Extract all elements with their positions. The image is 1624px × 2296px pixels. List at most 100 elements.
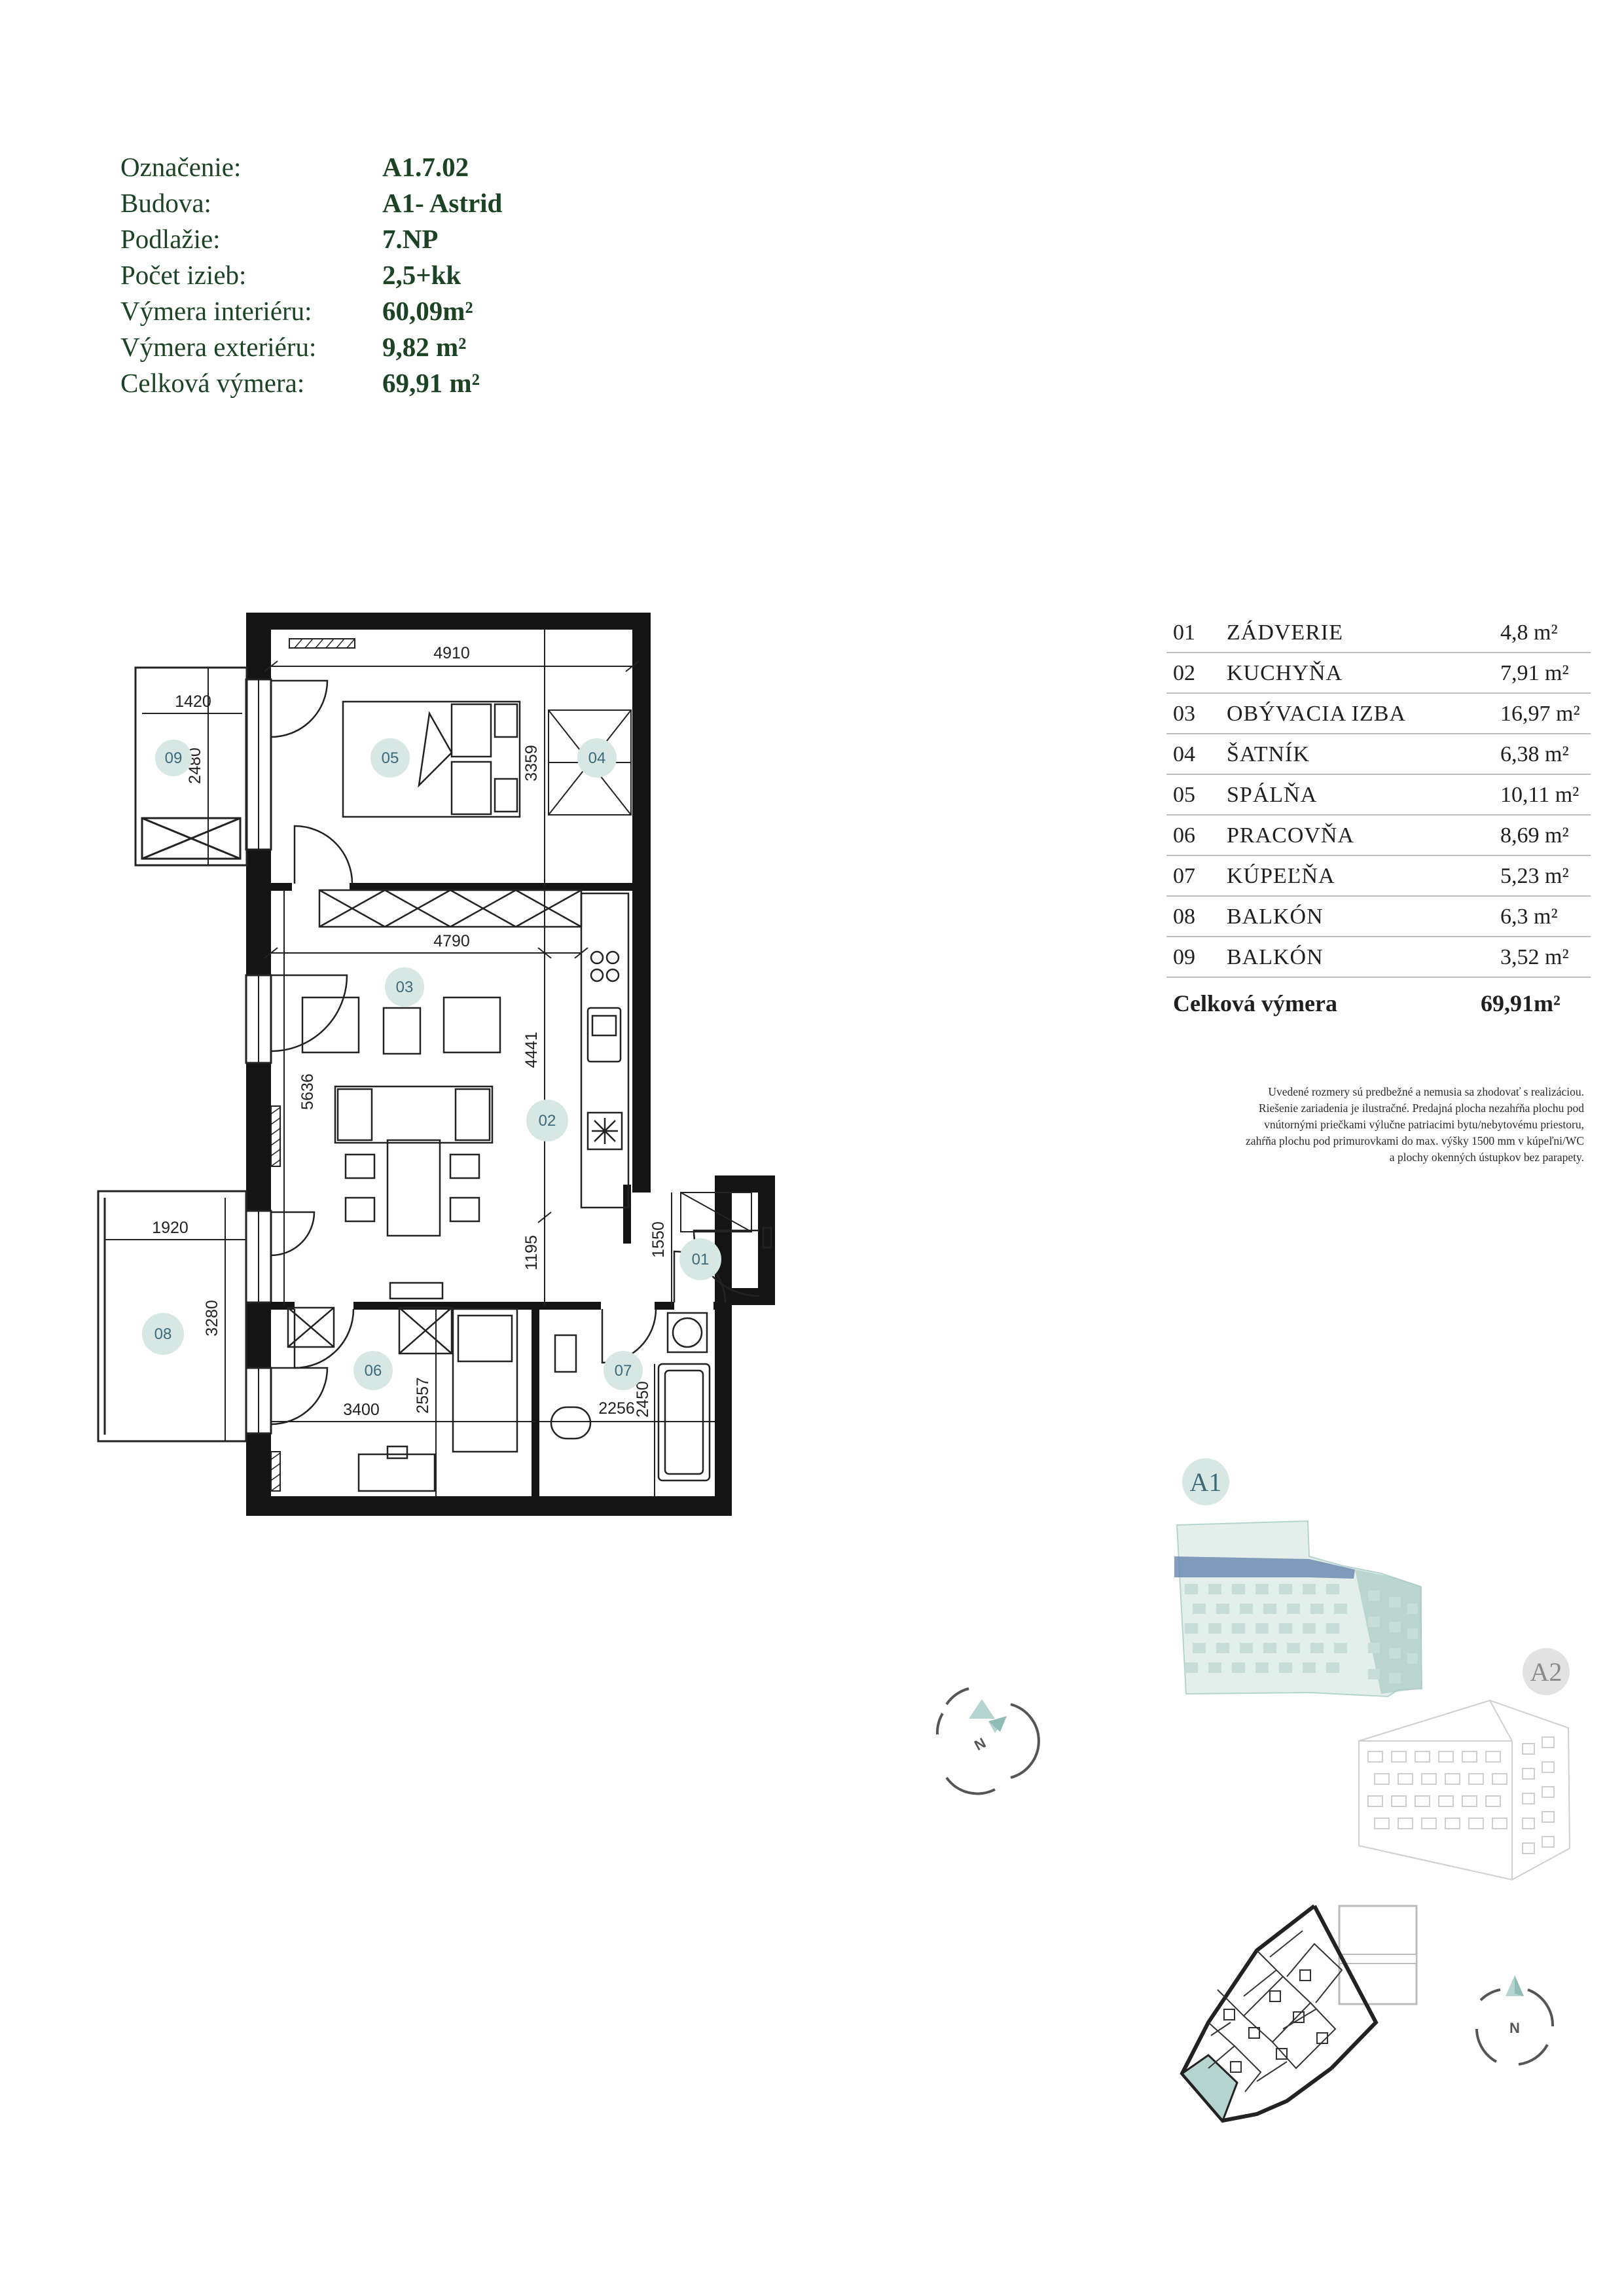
site-plan: [1180, 1904, 1418, 2123]
room-name: ZÁDVERIE: [1227, 620, 1343, 645]
kitchen-counter: [318, 889, 630, 1209]
room-number: 03: [1173, 702, 1195, 726]
compass-icon: N: [1475, 1975, 1555, 2066]
dim-2450: 2450: [634, 1381, 652, 1418]
room-name: ŠATNÍK: [1227, 742, 1310, 766]
room-name: KUCHYŇA: [1227, 661, 1343, 685]
info-label: Označenie:: [120, 152, 242, 182]
room-area: 8,69 m²: [1500, 823, 1569, 848]
dim-3400: 3400: [343, 1401, 380, 1419]
building-a2-view: A2: [1358, 1648, 1571, 1881]
room-area: 16,97 m²: [1500, 702, 1580, 726]
building-a2-label: A2: [1530, 1657, 1562, 1687]
room-label-03: 03: [396, 978, 414, 996]
dim-2557: 2557: [414, 1377, 432, 1414]
room-area: 6,38 m²: [1500, 742, 1569, 766]
dim-4910: 4910: [433, 644, 470, 662]
info-label: Podlažie:: [120, 224, 221, 254]
room-label-05: 05: [382, 749, 399, 767]
room-row: 02 KUCHYŇA 7,91 m²: [1166, 653, 1591, 694]
bathroom-fixtures: [550, 1227, 772, 1482]
room-number: 04: [1173, 742, 1195, 766]
room-label-04: 04: [588, 749, 606, 767]
study-furniture: [287, 1306, 518, 1492]
living-furniture: [301, 996, 501, 1300]
dim-1550: 1550: [649, 1221, 668, 1258]
dim-4441: 4441: [522, 1031, 541, 1068]
room-row: 06 PRACOVŇA 8,69 m²: [1166, 816, 1591, 856]
dim-1920: 1920: [152, 1219, 189, 1237]
room-label-06: 06: [365, 1362, 382, 1380]
room-name: SPÁLŇA: [1227, 783, 1318, 807]
bed-furniture: [342, 700, 521, 818]
dimension-labels: 4910 1420 2480 3359 4790 4441 5636 1920 …: [152, 644, 668, 1419]
room-total-row: Celková výmera 69,91m²: [1166, 978, 1591, 1028]
room-name: PRACOVŇA: [1227, 823, 1355, 848]
info-value: A1.7.02: [382, 152, 469, 182]
room-area: 7,91 m²: [1500, 661, 1569, 685]
room-name: KÚPEĽŇA: [1227, 864, 1335, 888]
info-value: 7.NP: [382, 224, 439, 254]
disclaimer-line: a plochy okenných ústupkov bez parapety.: [1389, 1151, 1584, 1164]
dim-3359: 3359: [522, 745, 541, 781]
disclaimer-line: vnútornými priečkami výlučne patriacimi …: [1264, 1118, 1584, 1131]
room-name: OBÝVACIA IZBA: [1227, 702, 1407, 726]
room-name: BALKÓN: [1227, 945, 1324, 969]
room-label-07: 07: [615, 1362, 632, 1380]
floor-plan: 4910 1420 2480 3359 4790 4441 5636 1920 …: [97, 613, 775, 1516]
info-label: Budova:: [120, 188, 211, 218]
room-area: 4,8 m²: [1500, 620, 1558, 645]
room-number: 06: [1173, 823, 1195, 848]
room-label-08: 08: [154, 1325, 172, 1343]
dim-1195: 1195: [522, 1235, 541, 1270]
room-area: 5,23 m²: [1500, 864, 1569, 888]
compass-north-label: N: [971, 1734, 988, 1754]
room-number: 02: [1173, 661, 1195, 685]
info-value: 60,09m²: [382, 296, 473, 326]
room-area: 10,11 m²: [1500, 783, 1579, 807]
info-label: Celková výmera:: [120, 368, 305, 398]
disclaimer-line: Uvedené rozmery sú predbežné a nemusia s…: [1268, 1085, 1584, 1098]
room-label-02: 02: [539, 1112, 556, 1130]
compass-icon: N: [935, 1687, 1040, 1795]
dim-1420: 1420: [175, 692, 211, 711]
balcony-08: [97, 1190, 247, 1443]
room-row: 09 BALKÓN 3,52 m²: [1166, 937, 1591, 978]
info-value: 9,82 m²: [382, 332, 467, 362]
total-label: Celková výmera: [1173, 990, 1337, 1016]
disclaimer: Uvedené rozmery sú predbežné a nemusia s…: [1152, 1084, 1584, 1166]
dim-3280: 3280: [203, 1300, 221, 1336]
room-name: BALKÓN: [1227, 905, 1324, 929]
compass-north-label: N: [1509, 2020, 1520, 2036]
room-row: 01 ZÁDVERIE 4,8 m²: [1166, 613, 1591, 653]
room-row: 05 SPÁLŇA 10,11 m²: [1166, 775, 1591, 816]
disclaimer-line: Riešenie zariadenia je ilustračné. Preda…: [1258, 1102, 1584, 1115]
building-a1-label: A1: [1190, 1467, 1222, 1497]
disclaimer-line: zahŕňa plochu pod primurovkami do max. v…: [1246, 1134, 1584, 1147]
dim-5636: 5636: [298, 1073, 317, 1110]
room-number: 07: [1173, 864, 1195, 888]
room-row: 08 BALKÓN 6,3 m²: [1166, 897, 1591, 937]
room-label-01: 01: [692, 1251, 710, 1268]
room-number: 01: [1173, 620, 1195, 645]
room-area: 6,3 m²: [1500, 905, 1558, 929]
dim-2256: 2256: [598, 1399, 635, 1418]
total-value: 69,91m²: [1481, 990, 1561, 1016]
info-value: 2,5+kk: [382, 260, 461, 290]
info-value: A1- Astrid: [382, 188, 503, 218]
room-markers: [142, 738, 721, 1390]
dim-4790: 4790: [433, 932, 470, 950]
room-row: 03 OBÝVACIA IZBA 16,97 m²: [1166, 694, 1591, 734]
info-value: 69,91 m²: [382, 368, 480, 398]
room-area: 3,52 m²: [1500, 945, 1569, 969]
building-a1-view: A1: [1174, 1458, 1423, 1698]
room-number: 08: [1173, 905, 1195, 929]
dimension-lines: [105, 630, 715, 1496]
balcony-09: [134, 666, 248, 867]
room-number: 09: [1173, 945, 1195, 969]
info-label: Počet izieb:: [120, 260, 247, 290]
info-label: Výmera interiéru:: [120, 296, 312, 326]
room-row: 04 ŠATNÍK 6,38 m²: [1166, 734, 1591, 775]
room-number: 05: [1173, 783, 1195, 807]
room-table: 01 ZÁDVERIE 4,8 m² 02 KUCHYŇA 7,91 m² 03 OBÝV…: [1166, 613, 1591, 1028]
